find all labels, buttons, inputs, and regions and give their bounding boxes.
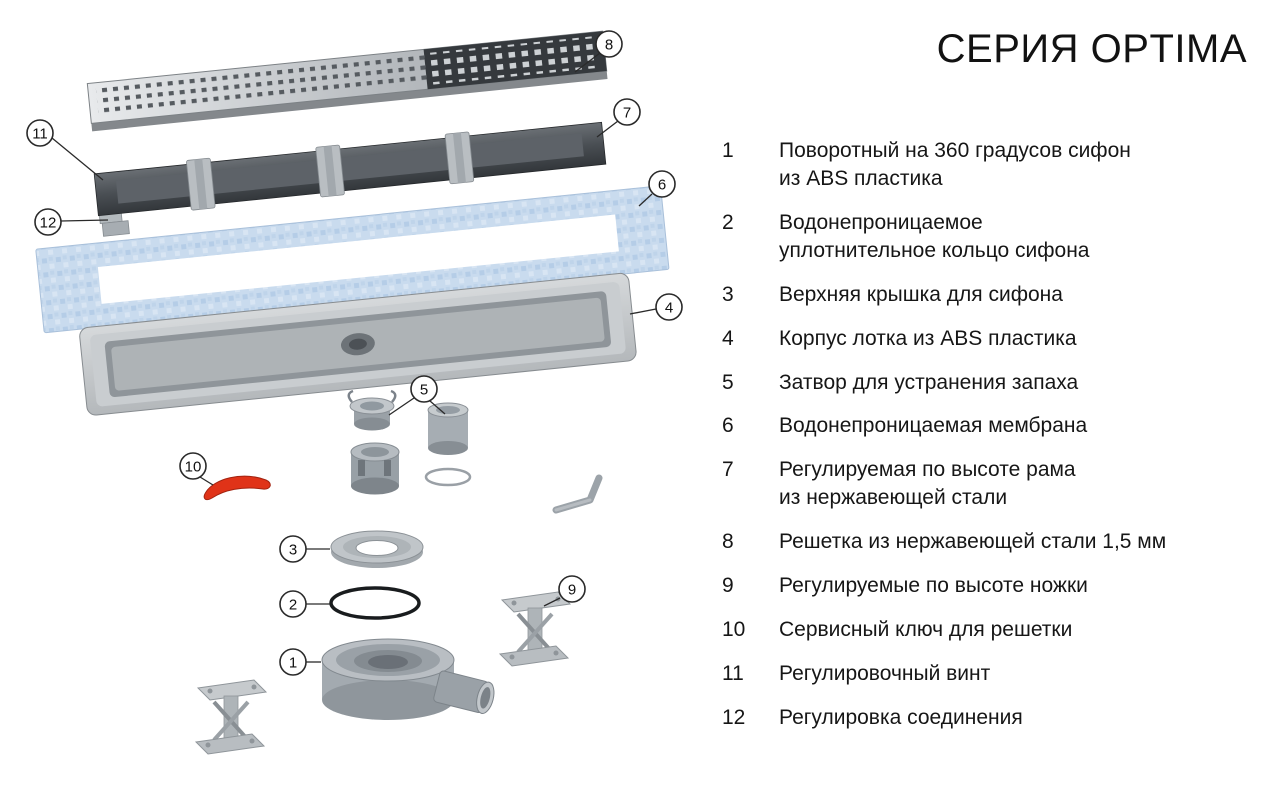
- callout-11: 11: [26, 119, 104, 181]
- frame-clip: [444, 131, 475, 185]
- callout-5: 5: [388, 375, 446, 416]
- part-number: 11: [722, 661, 744, 685]
- part-description: Водонепроницаемое уплотнительное кольцо …: [779, 210, 1090, 262]
- exploded-diagram: 8 7 11 12 6: [26, 30, 683, 756]
- part-description: Регулировочный винт: [779, 661, 991, 685]
- frame-part: [93, 121, 607, 237]
- hex-key-part: [552, 474, 603, 514]
- part-description: Регулируемая по высоте рама из нержавеющ…: [779, 458, 1076, 510]
- callout-6: 6: [638, 170, 676, 207]
- part-number: 1: [722, 139, 734, 162]
- list-item: 7 Регулируемая по высоте рама из нержаве…: [722, 456, 1274, 512]
- siphon-body-part: [321, 638, 495, 720]
- callout-7: 7: [596, 98, 641, 138]
- svg-text:4: 4: [665, 300, 673, 317]
- svg-text:2: 2: [289, 597, 297, 614]
- part-number: 2: [722, 210, 734, 234]
- foot-part-right: [498, 590, 572, 668]
- part-number: 8: [722, 530, 734, 554]
- list-item: 8 Решетка из нержавеющей стали 1,5 мм: [722, 528, 1274, 556]
- tray-part: [79, 272, 637, 416]
- svg-text:11: 11: [32, 126, 48, 143]
- part-number: 3: [722, 282, 734, 306]
- callout-8: 8: [574, 30, 623, 73]
- callout-12: 12: [34, 208, 109, 236]
- list-item: 3 Верхняя крышка для сифона: [722, 281, 1274, 309]
- list-item: 4 Корпус лотка из ABS пластика: [722, 325, 1274, 353]
- part-number: 9: [722, 574, 734, 598]
- service-key-part: [203, 475, 271, 501]
- part-number: 10: [722, 618, 746, 642]
- svg-text:6: 6: [658, 177, 666, 194]
- svg-text:9: 9: [568, 582, 576, 599]
- svg-text:3: 3: [289, 542, 297, 559]
- part-description: Регулируемые по высоте ножки: [779, 574, 1088, 598]
- callout-2: 2: [279, 590, 330, 618]
- callout-3: 3: [279, 535, 330, 563]
- part-description: Сервисный ключ для решетки: [779, 618, 1073, 642]
- grate-part: [86, 30, 608, 132]
- odour-trap-parts: [347, 389, 472, 495]
- siphon-cover-part: [330, 530, 424, 568]
- page-title: СЕРИЯ OPTIMA: [936, 27, 1247, 71]
- sealing-ring-part: [329, 586, 421, 620]
- svg-text:12: 12: [40, 215, 57, 232]
- part-number: 7: [722, 458, 734, 482]
- list-item: 6 Водонепроницаемая мембрана: [722, 412, 1274, 440]
- part-description: Поворотный на 360 градусов сифон из ABS …: [779, 139, 1131, 190]
- part-number: 12: [722, 705, 746, 729]
- part-number: 5: [722, 370, 734, 394]
- callout-1: 1: [279, 648, 321, 676]
- callout-9: 9: [543, 575, 586, 607]
- callout-10: 10: [179, 452, 214, 486]
- list-item: 2 Водонепроницаемое уплотнительное кольц…: [722, 209, 1274, 265]
- svg-text:8: 8: [605, 37, 613, 54]
- part-number: 6: [722, 414, 734, 438]
- list-item: 10 Сервисный ключ для решетки: [722, 616, 1274, 644]
- callouts: 8 7 11 12 6: [26, 30, 683, 676]
- part-description: Затвор для устранения запаха: [779, 370, 1079, 394]
- frame-clip: [315, 144, 345, 198]
- list-item: 12 Регулировка соединения: [722, 704, 1274, 732]
- svg-text:10: 10: [185, 459, 202, 476]
- part-description: Водонепроницаемая мембрана: [779, 414, 1088, 438]
- frame-clip: [186, 157, 216, 211]
- list-item: 9 Регулируемые по высоте ножки: [722, 572, 1274, 600]
- callout-4: 4: [629, 293, 683, 321]
- svg-text:5: 5: [420, 382, 428, 399]
- svg-text:1: 1: [289, 655, 297, 672]
- list-item: 1 Поворотный на 360 градусов сифон из AB…: [722, 137, 1274, 193]
- foot-part-left: [194, 678, 268, 756]
- part-description: Корпус лотка из ABS пластика: [779, 326, 1077, 350]
- list-item: 11 Регулировочный винт: [722, 660, 1274, 688]
- part-description: Верхняя крышка для сифона: [779, 282, 1063, 306]
- list-item: 5 Затвор для устранения запаха: [722, 369, 1274, 397]
- parts-list: 1 Поворотный на 360 градусов сифон из AB…: [722, 137, 1274, 748]
- part-number: 4: [722, 326, 734, 350]
- part-description: Регулировка соединения: [779, 705, 1023, 729]
- svg-text:7: 7: [623, 105, 631, 122]
- part-description: Решетка из нержавеющей стали 1,5 мм: [779, 530, 1167, 554]
